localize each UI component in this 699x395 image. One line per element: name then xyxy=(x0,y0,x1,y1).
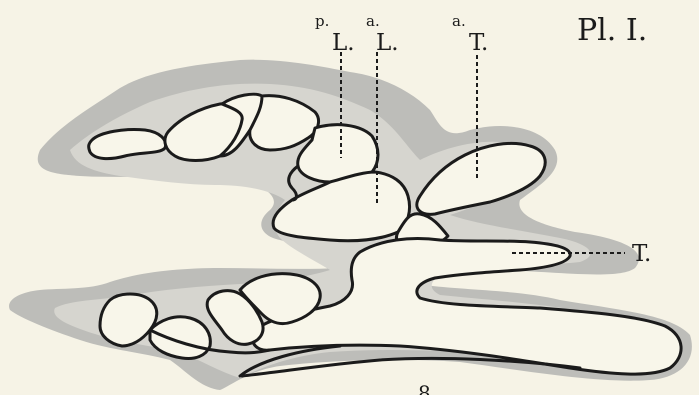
figure-number: 8 xyxy=(418,381,431,395)
label-p-prefix: p. xyxy=(315,12,329,30)
label-a-prefix-2: a. xyxy=(452,12,466,30)
label-T-right: T. xyxy=(632,241,651,267)
label-a-T: T. xyxy=(469,30,488,56)
label-a-prefix-1: a. xyxy=(366,12,380,30)
plate-number: Pl. I. xyxy=(577,13,647,48)
label-p-L: L. xyxy=(332,30,355,56)
label-a-L: L. xyxy=(376,30,399,56)
